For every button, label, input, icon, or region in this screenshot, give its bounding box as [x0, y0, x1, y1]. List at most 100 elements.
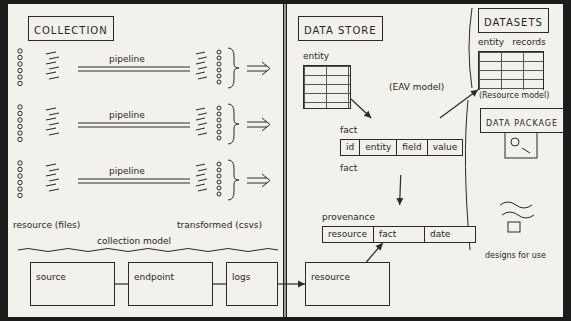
output-tick	[196, 128, 205, 130]
resource-dot	[18, 49, 22, 53]
output-dot	[217, 56, 221, 60]
brace	[228, 104, 239, 144]
brace	[228, 48, 239, 88]
output-tick	[196, 52, 205, 54]
output-tick	[198, 57, 207, 59]
input-tick	[46, 108, 56, 110]
connector	[396, 175, 403, 205]
input-tick	[46, 62, 56, 64]
note-label: (Resource model)	[478, 90, 550, 101]
output-tick	[198, 123, 207, 125]
table-node: entityrecords	[478, 30, 554, 93]
note-label: pipeline	[108, 166, 146, 177]
output-tick	[196, 118, 205, 120]
note-label: (EAV model)	[388, 82, 445, 93]
output-dot	[217, 136, 221, 140]
input-tick	[46, 164, 56, 166]
heading-text: DATASETS	[484, 17, 543, 29]
output-dot	[217, 62, 221, 66]
process-box: resource	[305, 262, 390, 306]
box-label: logs	[232, 272, 250, 283]
pipeline-line	[78, 123, 190, 124]
resource-dot	[18, 174, 22, 178]
table-note: fact	[340, 163, 357, 174]
resource-dot	[18, 55, 22, 59]
table-cell: fact	[374, 227, 425, 242]
output-tick	[196, 72, 205, 74]
input-tick	[46, 52, 56, 54]
input-tick	[49, 57, 59, 59]
arrowhead	[375, 243, 382, 251]
table-cell: field	[397, 140, 427, 155]
table-title: provenance	[322, 212, 375, 223]
output-tick	[198, 133, 207, 135]
left-page	[8, 4, 283, 317]
output-dot	[217, 118, 221, 122]
connector-line	[213, 283, 226, 284]
output-tick	[198, 189, 207, 191]
input-tick	[46, 128, 56, 130]
output-tick	[196, 62, 205, 64]
output-dot	[217, 106, 221, 110]
model-divider	[18, 249, 278, 252]
output-dot	[217, 50, 221, 54]
resource-dot	[18, 193, 22, 197]
resource-dot	[18, 81, 22, 85]
connector-line	[366, 243, 382, 262]
connector	[366, 243, 382, 262]
double-arrow	[247, 62, 270, 75]
brace	[228, 160, 239, 200]
input-tick	[49, 113, 59, 115]
input-tick	[46, 174, 56, 176]
resource-dot	[18, 124, 22, 128]
resource-dot	[18, 180, 22, 184]
pipeline-line	[78, 183, 190, 184]
table-heading: provenance	[322, 205, 476, 224]
output-tick	[198, 113, 207, 115]
table-node: provenanceresourcefactdate	[322, 205, 476, 243]
arrowhead	[396, 198, 403, 205]
output-tick	[198, 67, 207, 69]
output-tick	[196, 184, 205, 186]
table-row: identityfieldvalue	[340, 139, 463, 156]
resource-dot	[18, 137, 22, 141]
pipeline-line	[78, 127, 190, 128]
connector-line	[115, 283, 128, 284]
connector-line	[440, 90, 478, 118]
pipeline-sketches	[18, 48, 270, 200]
output-dot	[217, 112, 221, 116]
output-dot	[217, 168, 221, 172]
input-tick	[46, 184, 56, 186]
table-grid	[478, 51, 544, 93]
input-tick	[49, 67, 59, 69]
heading-box: DATA PACKAGE	[480, 108, 564, 133]
table-grid	[303, 65, 351, 109]
box-label: resource	[311, 272, 350, 283]
resource-dot	[18, 131, 22, 135]
output-dot	[217, 192, 221, 196]
right-page	[287, 4, 563, 317]
arrowhead	[298, 281, 305, 288]
input-tick	[49, 189, 59, 191]
input-tick	[49, 169, 59, 171]
table-title: fact	[340, 125, 357, 136]
table-heading: entityrecords	[478, 30, 554, 49]
output-dot	[217, 162, 221, 166]
heading-box: DATA STORE	[298, 16, 383, 41]
table-cell: entity	[360, 140, 397, 155]
arrowhead	[470, 90, 478, 97]
input-tick	[46, 72, 56, 74]
resource-dot	[18, 161, 22, 165]
table-cell: value	[428, 140, 463, 155]
table-cell: resource	[323, 227, 374, 242]
process-box: endpoint	[128, 262, 213, 306]
resource-dot	[18, 68, 22, 72]
input-tick	[49, 77, 59, 79]
resource-dot	[18, 75, 22, 79]
arrowhead	[364, 111, 372, 118]
table-title: records	[512, 37, 545, 48]
table-title: entity	[303, 51, 329, 62]
heading-text: DATA STORE	[304, 25, 377, 37]
output-tick	[196, 108, 205, 110]
